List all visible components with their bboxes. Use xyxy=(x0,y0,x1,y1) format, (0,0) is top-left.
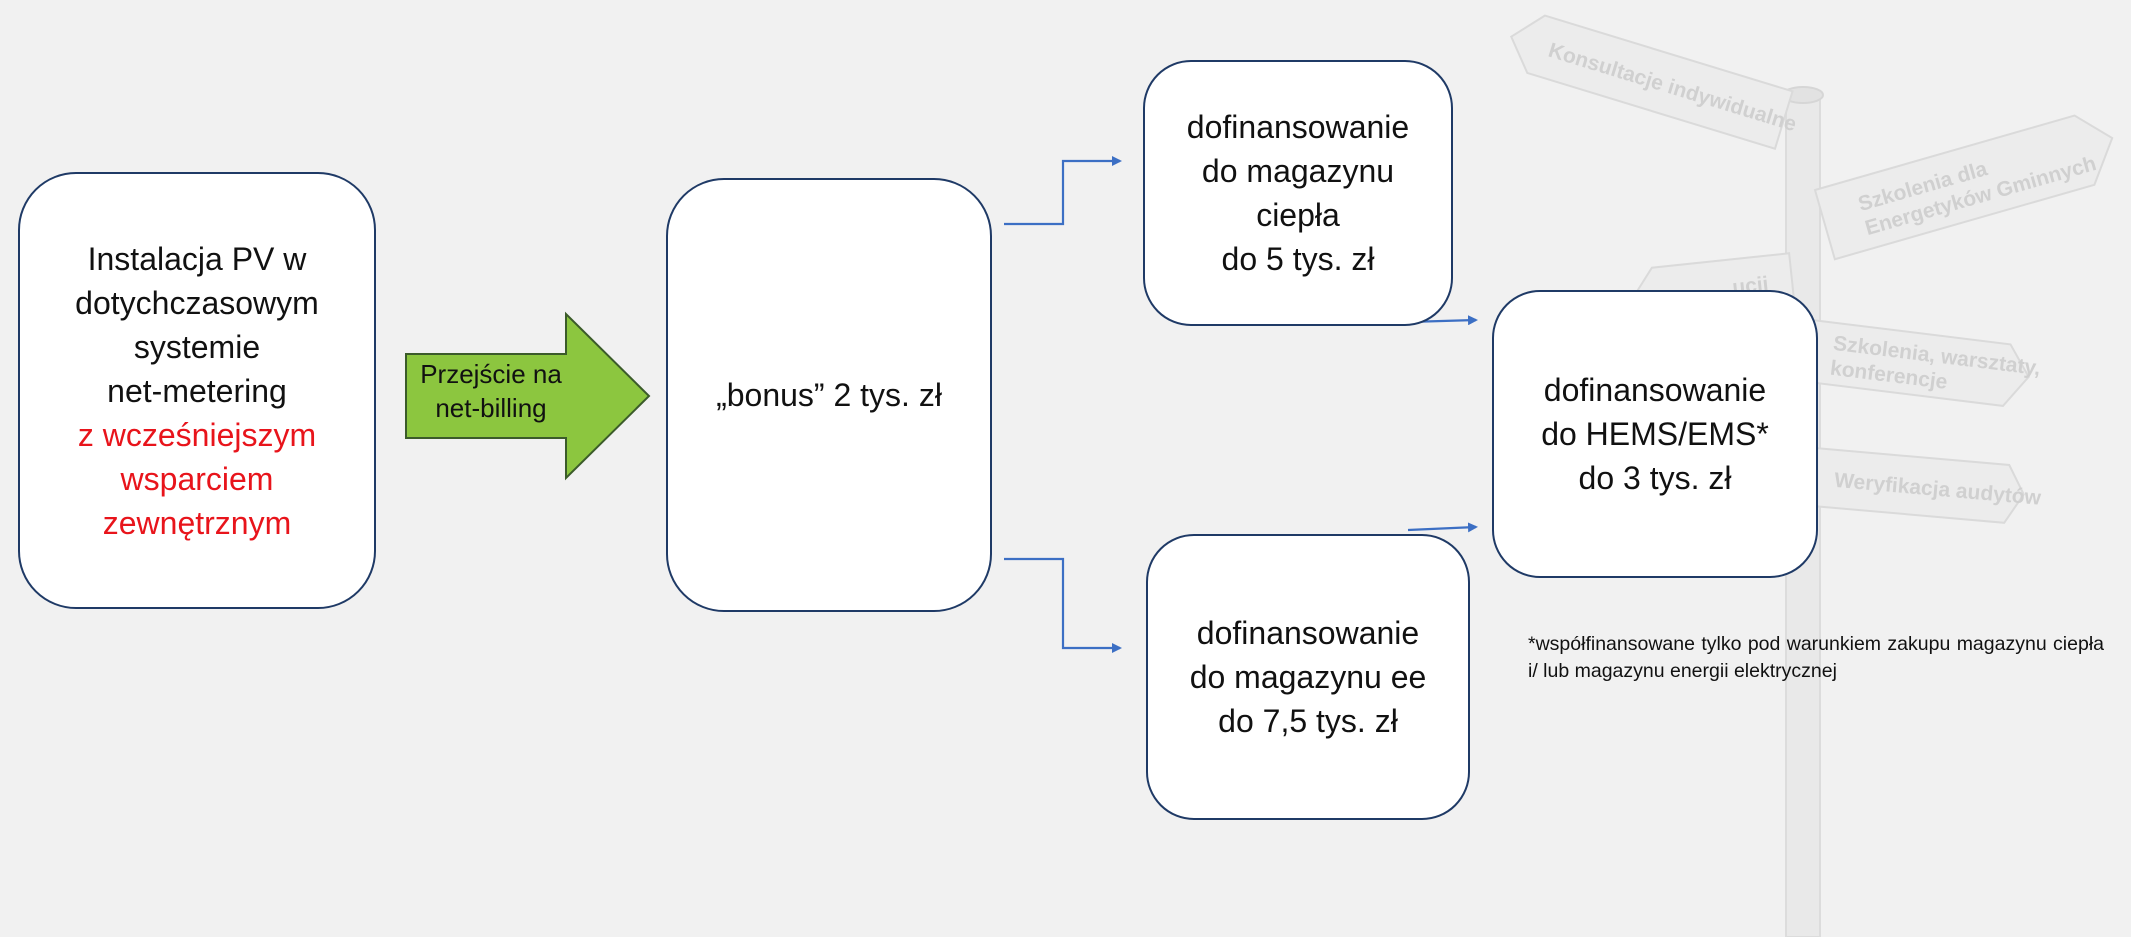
transition-arrow-label: Przejście na net-billing xyxy=(408,357,574,425)
ee-line-2: do magazynu ee xyxy=(1189,659,1427,695)
heat-line-4: do 5 tys. zł xyxy=(1221,241,1375,277)
pv-highlight-line-2: wsparciem xyxy=(120,460,274,497)
bonus-text: „bonus” 2 tys. zł xyxy=(716,377,942,413)
pv-line-3: systemie xyxy=(133,328,261,365)
pv-installation-box: Instalacja PV w dotychczasowym systemie … xyxy=(18,172,376,609)
connector-bonus-to-heat xyxy=(1004,156,1122,226)
transition-arrow-icon xyxy=(405,311,651,481)
connector-ee-to-hems xyxy=(1407,522,1478,533)
heat-line-3: ciepła xyxy=(1256,197,1340,233)
heat-line-1: dofinansowanie xyxy=(1186,109,1410,145)
ee-storage-box: dofinansowanie do magazynu ee do 7,5 tys… xyxy=(1146,534,1470,820)
heat-storage-box: dofinansowanie do magazynu ciepła do 5 t… xyxy=(1143,60,1453,326)
ee-line-1: dofinansowanie xyxy=(1196,615,1420,651)
hems-line-2: do HEMS/EMS* xyxy=(1541,416,1769,452)
transition-line-2: net-billing xyxy=(435,393,547,423)
ee-line-3: do 7,5 tys. zł xyxy=(1218,703,1398,739)
bonus-box: „bonus” 2 tys. zł xyxy=(666,178,992,612)
pv-highlight-line-1: z wcześniejszym xyxy=(77,416,317,453)
hems-line-3: do 3 tys. zł xyxy=(1578,460,1732,496)
hems-line-1: dofinansowanie xyxy=(1543,372,1767,408)
footnote: *współfinansowane tylko pod warunkiem za… xyxy=(1528,633,2104,682)
transition-line-1: Przejście na xyxy=(420,359,562,389)
heat-line-2: do magazynu xyxy=(1201,153,1395,189)
pv-highlight-line-3: zewnętrznym xyxy=(102,504,292,541)
pv-line-4: net-metering xyxy=(107,372,287,409)
connector-bonus-to-ee xyxy=(1004,557,1122,653)
hems-box: dofinansowanie do HEMS/EMS* do 3 tys. zł xyxy=(1492,290,1818,578)
pv-line-1: Instalacja PV w xyxy=(87,240,307,277)
pv-line-2: dotychczasowym xyxy=(75,284,319,321)
